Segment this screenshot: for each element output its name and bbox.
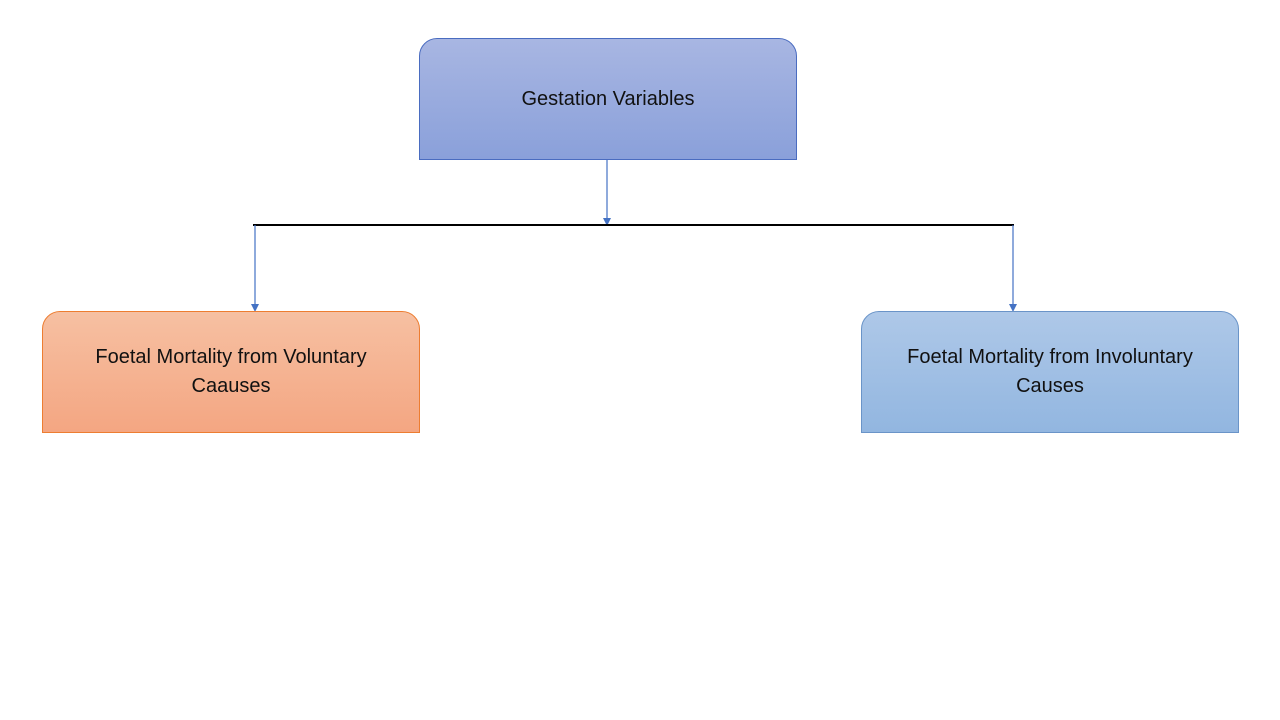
node-label: Gestation Variables: [521, 87, 695, 110]
node-gestation-variables: Gestation Variables: [419, 38, 797, 160]
node-voluntary-causes: Foetal Mortality from Voluntary Caauses: [42, 311, 420, 433]
node-label: Foetal Mortality from Involuntary Causes: [907, 346, 1193, 397]
node-involuntary-causes: Foetal Mortality from Involuntary Causes: [861, 311, 1239, 433]
node-label: Foetal Mortality from Voluntary Caauses: [95, 346, 367, 397]
